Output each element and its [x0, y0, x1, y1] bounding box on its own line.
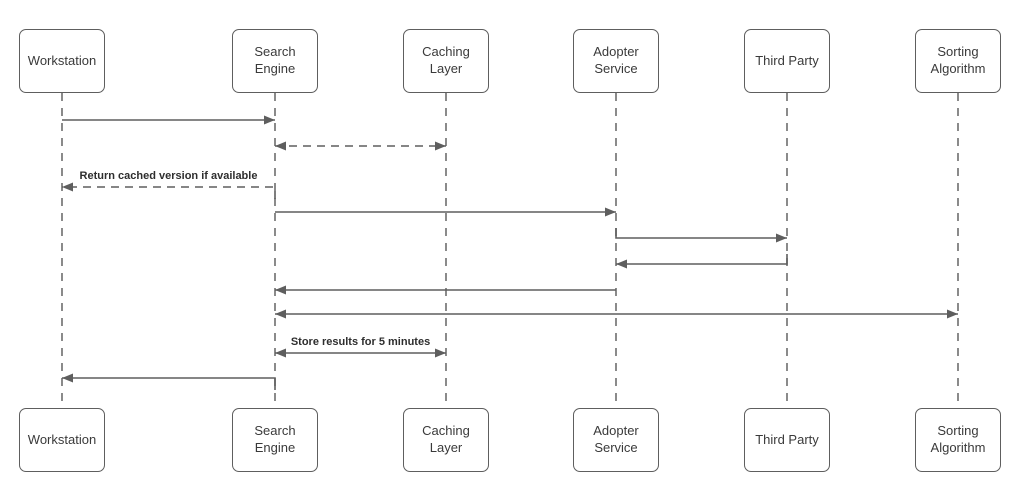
arrowhead-icon — [275, 348, 286, 358]
arrowhead-icon — [605, 207, 616, 217]
participant-label: Caching Layer — [422, 423, 470, 455]
message-arrow-3-search-engine-to-workstation — [62, 182, 276, 199]
participant-box-top-third-party: Third Party — [744, 29, 830, 93]
participant-box-bottom-sorting-algorithm: Sorting Algorithm — [915, 408, 1001, 472]
participant-box-top-sorting-algorithm: Sorting Algorithm — [915, 29, 1001, 93]
participant-box-top-search-engine: Search Engine — [232, 29, 318, 93]
participant-box-top-caching-layer: Caching Layer — [403, 29, 489, 93]
message-arrow-7-adopter-service-to-search-engine — [275, 285, 616, 295]
arrowhead-icon — [275, 141, 286, 151]
participant-label: Adopter Service — [593, 423, 639, 455]
message-arrow-9-search-engine-to-caching-layer — [275, 348, 446, 358]
message-line — [62, 186, 276, 199]
participant-label: Adopter Service — [593, 44, 639, 76]
participant-label: Third Party — [755, 431, 819, 447]
message-arrow-4-search-engine-to-adopter-service — [275, 207, 616, 217]
message-arrow-10-search-engine-to-workstation — [62, 373, 276, 390]
message-arrow-6-third-party-to-adopter-service — [616, 254, 788, 269]
arrowhead-icon — [275, 285, 286, 295]
participant-label: Sorting Algorithm — [930, 423, 986, 455]
participant-label: Workstation — [27, 52, 97, 68]
message-arrow-8-search-engine-to-sorting-algorithm — [275, 309, 958, 319]
arrowhead-icon — [275, 309, 286, 319]
participant-label: Workstation — [27, 431, 97, 447]
participant-label: Search Engine — [254, 423, 296, 455]
participant-label: Third Party — [755, 52, 819, 68]
arrowhead-icon — [435, 141, 446, 151]
participant-label: Search Engine — [254, 44, 296, 76]
message-line — [62, 377, 276, 390]
arrowhead-icon — [947, 309, 958, 319]
arrowhead-icon — [776, 233, 787, 243]
participant-label: Caching Layer — [422, 44, 470, 76]
arrowhead-icon — [62, 373, 73, 383]
participant-box-bottom-caching-layer: Caching Layer — [403, 408, 489, 472]
message-arrow-5-adopter-service-to-third-party — [615, 228, 787, 243]
message-line — [616, 254, 788, 265]
arrowhead-icon — [435, 348, 446, 358]
message-line — [615, 228, 787, 239]
arrowhead-icon — [264, 115, 275, 125]
participant-box-bottom-third-party: Third Party — [744, 408, 830, 472]
message-label-3: Return cached version if available — [79, 170, 258, 182]
message-arrow-2-search-engine-to-caching-layer — [275, 141, 446, 151]
participant-box-bottom-search-engine: Search Engine — [232, 408, 318, 472]
participant-box-bottom-workstation: Workstation — [19, 408, 105, 472]
message-label-9: Store results for 5 minutes — [290, 336, 431, 348]
participant-box-bottom-adopter-service: Adopter Service — [573, 408, 659, 472]
arrowhead-icon — [616, 259, 627, 269]
arrowhead-icon — [62, 182, 73, 192]
message-arrow-1-workstation-to-search-engine — [62, 115, 275, 125]
participant-box-top-adopter-service: Adopter Service — [573, 29, 659, 93]
participant-label: Sorting Algorithm — [930, 44, 986, 76]
participant-box-top-workstation: Workstation — [19, 29, 105, 93]
